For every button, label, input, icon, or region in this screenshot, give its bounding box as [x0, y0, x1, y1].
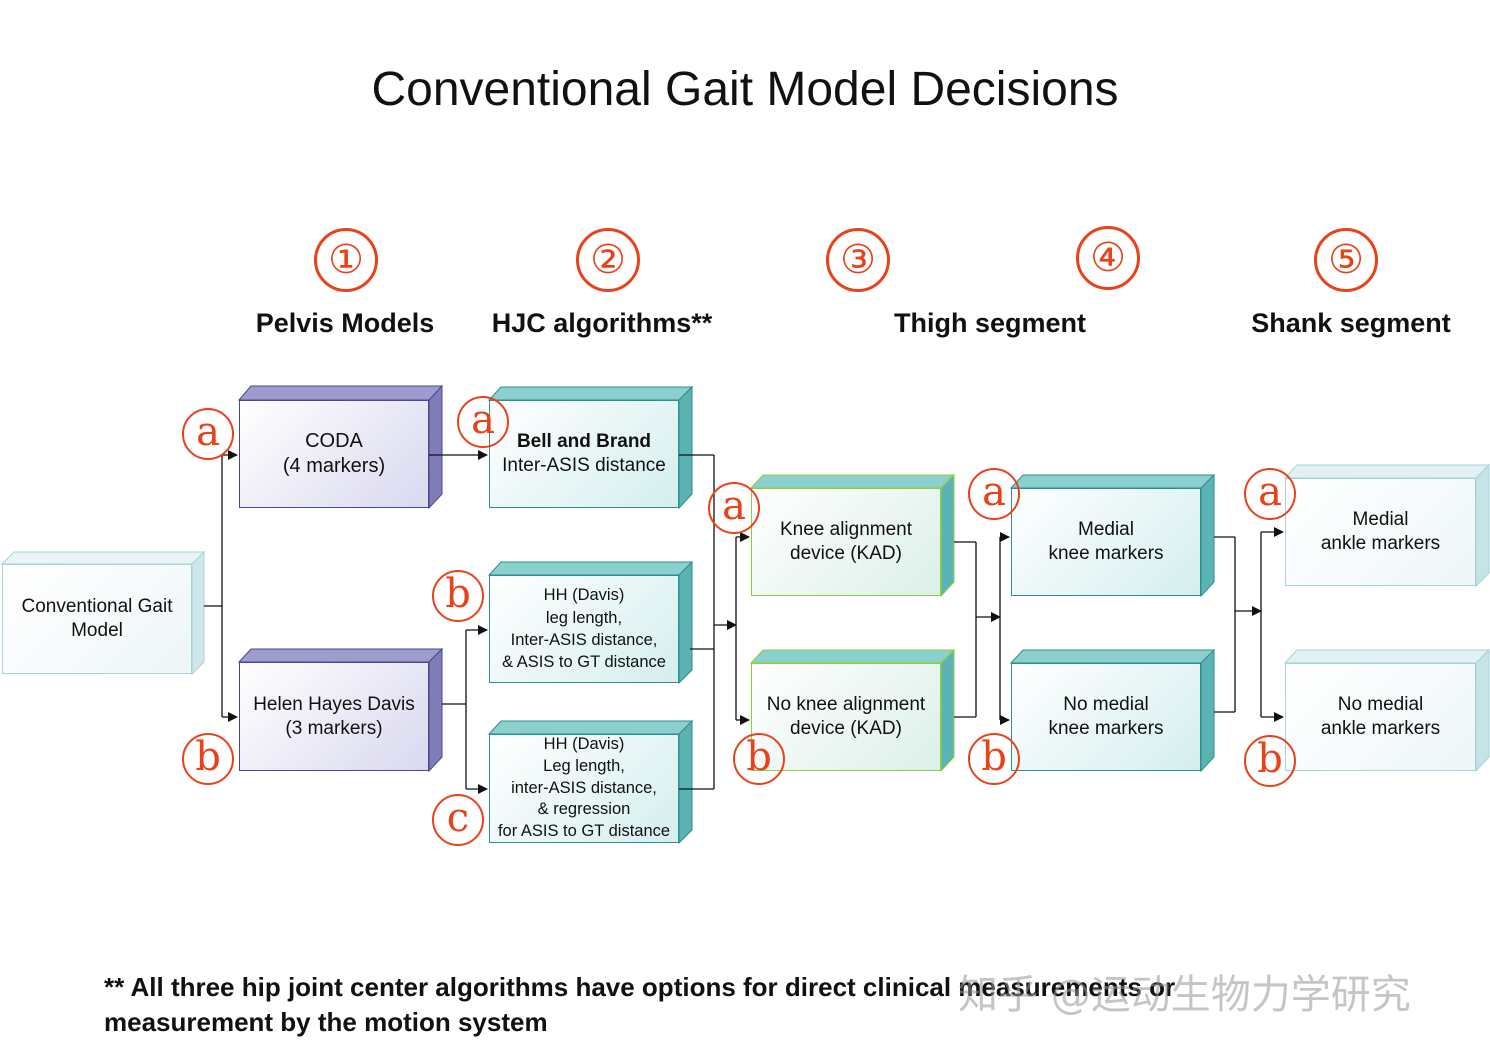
- step-1-number: ①: [314, 228, 378, 292]
- hjc-c-line4: & regression: [537, 800, 631, 819]
- hjc-b-line2: leg length,: [545, 608, 623, 627]
- hjc-c-line1: HH (Davis): [543, 734, 625, 753]
- knee-b-line1: No medial: [1063, 694, 1149, 716]
- shank-b-line1: No medial: [1337, 694, 1424, 716]
- thigh-b-line2: device (KAD): [790, 718, 902, 739]
- option-letter-b-knee: b: [968, 733, 1020, 785]
- thigh-a-line1: Knee alignment: [779, 519, 913, 541]
- knee-b-line2: knee markers: [1048, 718, 1164, 739]
- hjc-option-b-hh-davis: HH (Davis) leg length, Inter-ASIS distance…: [489, 575, 679, 683]
- option-letter-a-pelvis: a: [182, 408, 234, 460]
- shank-b-line2: ankle markers: [1320, 718, 1441, 739]
- option-letter-b-pelvis: b: [182, 733, 234, 785]
- heading-hjc-algorithms: HJC algorithms**: [491, 308, 713, 338]
- pelvis-option-b-helen-hayes-davis: Helen Hayes Davis(3 markers): [239, 662, 429, 771]
- hjc-a-line2: Inter-ASIS distance: [502, 455, 666, 476]
- hjc-c-line3: inter-ASIS distance,: [511, 778, 657, 797]
- pelvis-a-line1: CODA: [305, 430, 363, 452]
- knee-a-line1: Medial: [1078, 519, 1134, 541]
- option-letter-c-hjc: c: [432, 794, 484, 846]
- pelvis-b-line1: Helen Hayes Davis: [253, 693, 415, 715]
- hjc-option-c-hh-davis-regression: HH (Davis) Leg length, inter-ASIS distance…: [489, 734, 679, 843]
- footnote-line2: measurement by the motion system: [104, 1007, 548, 1037]
- heading-thigh-segment: Thigh segment: [893, 308, 1086, 338]
- knee-a-line2: knee markers: [1048, 543, 1164, 564]
- pelvis-b-line2: (3 markers): [285, 717, 383, 739]
- step-2-number: ②: [576, 228, 640, 292]
- page-title: Conventional Gait Model Decisions: [371, 63, 1119, 116]
- option-letter-a-hjc: a: [457, 396, 509, 448]
- footnote: ** All three hip joint center algorithms…: [104, 970, 1404, 1040]
- option-letter-a-shank: a: [1244, 468, 1296, 520]
- option-letter-b-shank: b: [1244, 735, 1296, 787]
- hjc-b-line1: HH (Davis): [543, 586, 625, 605]
- connector-lines: [204, 450, 1284, 794]
- thigh-a-line2: device (KAD): [790, 543, 902, 564]
- shank-a-line2: ankle markers: [1320, 533, 1441, 554]
- pelvis-option-a-coda: CODA (4 markers): [239, 400, 429, 508]
- hjc-c-line5: for ASIS to GT distance: [497, 822, 671, 841]
- option-letter-a-knee: a: [968, 468, 1020, 520]
- step-4-number: ④: [1076, 226, 1140, 290]
- hjc-c-line2: Leg length,: [543, 756, 625, 775]
- hjc-a-line1: Bell and Brand: [516, 431, 652, 453]
- footnote-line1: ** All three hip joint center algorithms…: [104, 972, 1176, 1002]
- root-node-label-line2: Model: [71, 620, 123, 641]
- option-letter-a-thigh: a: [708, 482, 760, 534]
- hjc-b-line3: Inter-ASIS distance,: [510, 631, 658, 649]
- box-depth-faces: [0, 384, 1490, 845]
- shank-a-line1: Medial: [1352, 509, 1409, 531]
- thigh-b-line1: No knee alignment: [766, 694, 926, 716]
- heading-shank-segment: Shank segment: [1251, 308, 1451, 338]
- hjc-b-line4: & ASIS to GT distance: [502, 653, 666, 672]
- step-3-number: ③: [826, 228, 890, 292]
- option-letter-b-hjc: b: [432, 570, 484, 622]
- option-letter-b-thigh: b: [733, 733, 785, 785]
- pelvis-a-line2: (4 markers): [282, 455, 386, 477]
- heading-pelvis-models: Pelvis Models: [255, 308, 435, 338]
- step-5-number: ⑤: [1314, 228, 1378, 292]
- watermark: 知乎 @运动生物力学研究: [958, 972, 1411, 1018]
- root-node-label-line1: Conventional Gait: [21, 596, 173, 618]
